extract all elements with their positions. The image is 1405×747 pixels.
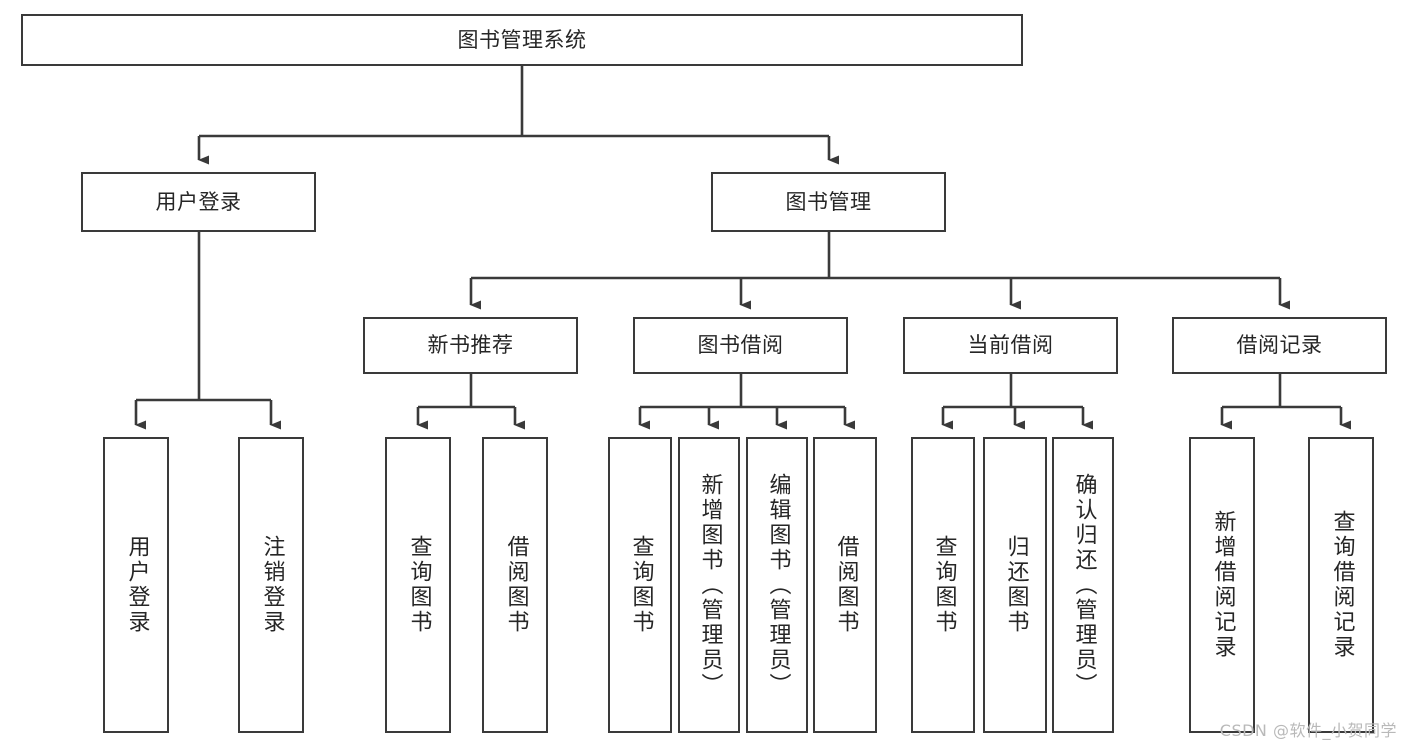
csdn-watermark: CSDN @软件_小贺同学 (1219, 721, 1397, 740)
node-leaf-login-1[interactable]: 用户登录 (103, 437, 169, 733)
node-label-newbook: 新书推荐 (427, 333, 514, 358)
node-login[interactable]: 用户登录 (81, 172, 316, 232)
node-leaf-cur-2[interactable]: 归还图书 (983, 437, 1047, 733)
node-leaf-borrow-3[interactable]: 编辑图书（管理员） (746, 437, 808, 733)
node-label-leaf-login-2: 注销登录 (259, 535, 285, 635)
node-label-leaf-borrow-2: 新增图书（管理员） (697, 472, 723, 698)
node-label-leaf-cur-3: 确认归还（管理员） (1071, 472, 1097, 698)
node-label-leaf-borrow-3: 编辑图书（管理员） (765, 472, 791, 698)
node-leaf-rec-1[interactable]: 新增借阅记录 (1189, 437, 1255, 733)
node-leaf-borrow-1[interactable]: 查询图书 (608, 437, 672, 733)
node-leaf-cur-1[interactable]: 查询图书 (911, 437, 975, 733)
node-label-root: 图书管理系统 (457, 27, 587, 52)
node-label-leaf-borrow-4: 借阅图书 (833, 535, 859, 635)
node-leaf-rec-2[interactable]: 查询借阅记录 (1308, 437, 1374, 733)
node-bookmgmt[interactable]: 图书管理 (711, 172, 946, 232)
node-borrow[interactable]: 图书借阅 (633, 317, 848, 374)
node-label-current: 当前借阅 (967, 333, 1054, 358)
node-leaf-borrow-4[interactable]: 借阅图书 (813, 437, 877, 733)
node-label-leaf-cur-2: 归还图书 (1003, 535, 1029, 635)
node-label-login: 用户登录 (155, 189, 242, 214)
node-leaf-login-2[interactable]: 注销登录 (238, 437, 304, 733)
node-label-leaf-cur-1: 查询图书 (931, 535, 957, 635)
node-label-leaf-new-1: 查询图书 (406, 535, 432, 635)
node-label-borrow: 图书借阅 (697, 333, 784, 358)
node-leaf-new-1[interactable]: 查询图书 (385, 437, 451, 733)
node-label-leaf-rec-2: 查询借阅记录 (1329, 510, 1355, 660)
node-current[interactable]: 当前借阅 (903, 317, 1118, 374)
node-leaf-cur-3[interactable]: 确认归还（管理员） (1052, 437, 1114, 733)
node-label-leaf-rec-1: 新增借阅记录 (1210, 510, 1236, 660)
node-label-records: 借阅记录 (1236, 333, 1323, 358)
node-newbook[interactable]: 新书推荐 (363, 317, 578, 374)
node-root[interactable]: 图书管理系统 (21, 14, 1023, 66)
node-label-leaf-login-1: 用户登录 (124, 535, 150, 635)
node-label-leaf-borrow-1: 查询图书 (628, 535, 654, 635)
node-leaf-borrow-2[interactable]: 新增图书（管理员） (678, 437, 740, 733)
node-label-bookmgmt: 图书管理 (785, 189, 872, 214)
node-records[interactable]: 借阅记录 (1172, 317, 1387, 374)
node-label-leaf-new-2: 借阅图书 (503, 535, 529, 635)
node-leaf-new-2[interactable]: 借阅图书 (482, 437, 548, 733)
